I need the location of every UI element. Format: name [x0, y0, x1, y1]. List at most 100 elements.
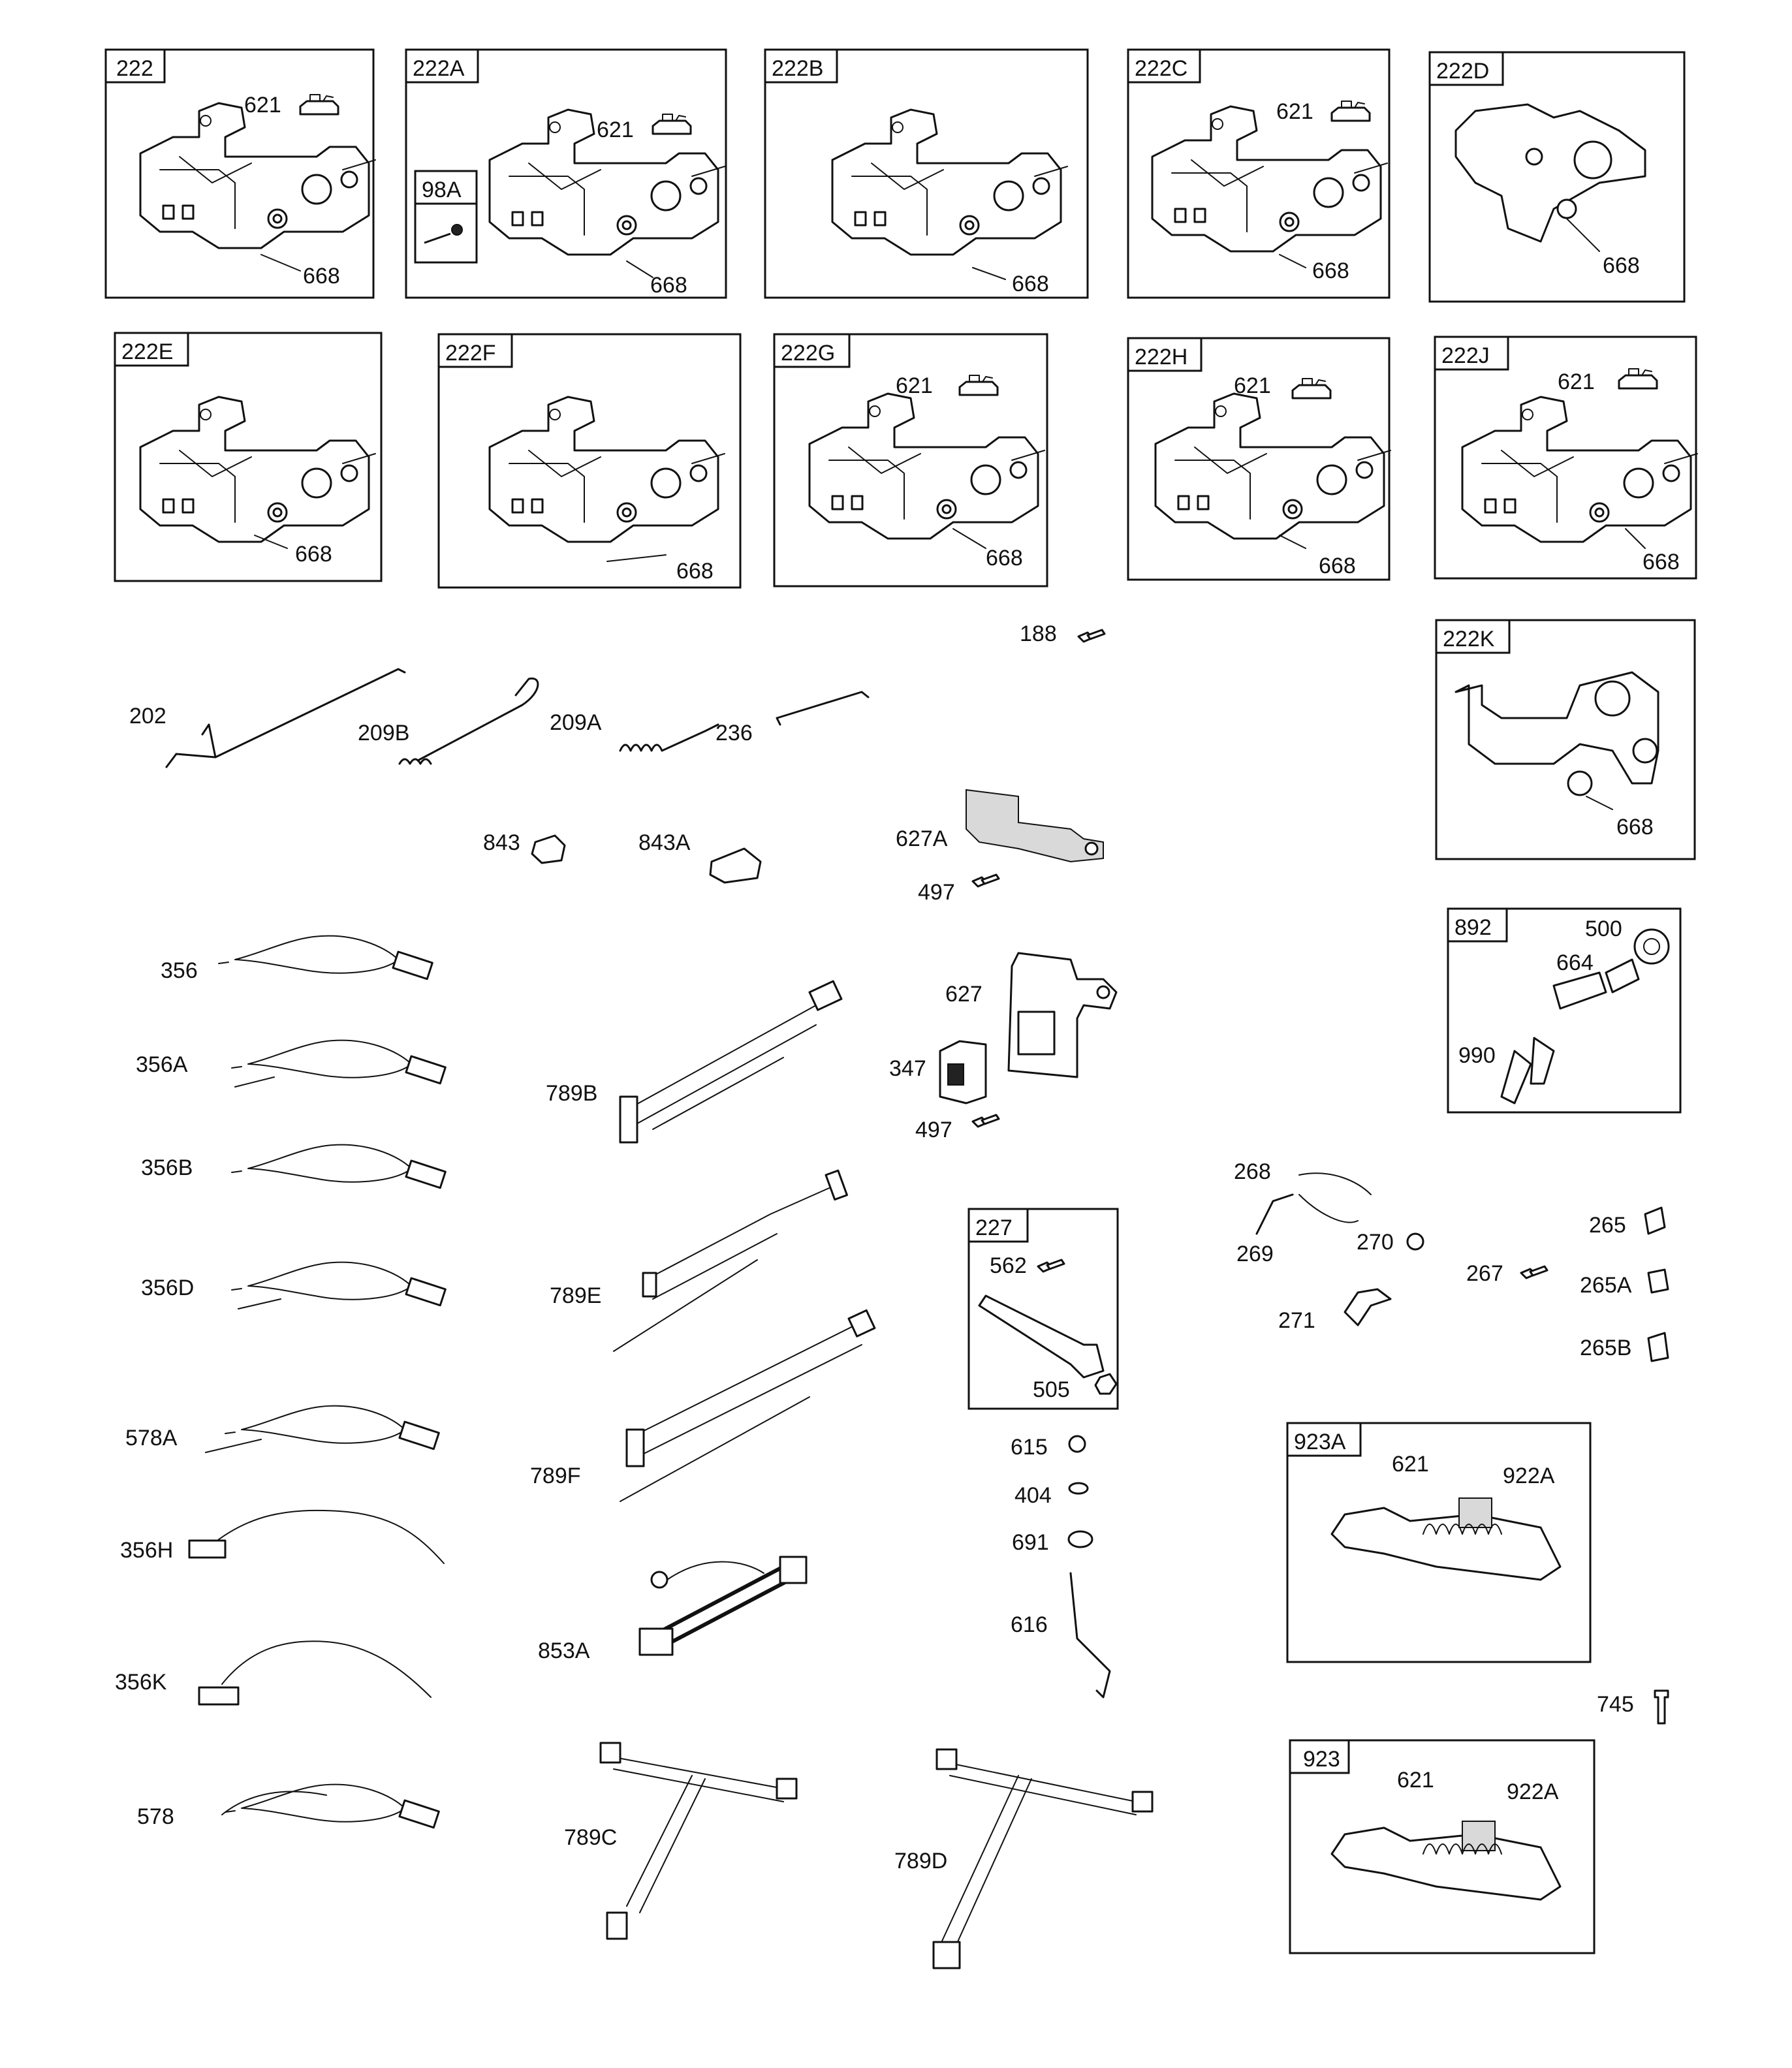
- box-222G-title: 222G: [781, 341, 835, 366]
- part-347: 347: [889, 1040, 987, 1104]
- label-578: 578: [137, 1804, 174, 1829]
- box-222H: 222H 621 668: [1127, 337, 1392, 581]
- part-188: 188: [1020, 621, 1106, 646]
- part-271: 271: [1278, 1288, 1392, 1333]
- box-222K-title: 222K: [1443, 627, 1495, 651]
- part-356K: 356K: [115, 1640, 432, 1706]
- label-356A: 356A: [136, 1052, 188, 1077]
- box-923A-title: 923A: [1294, 1430, 1346, 1454]
- part-627A: 627A: [896, 789, 1104, 863]
- label-668: 668: [1319, 554, 1356, 578]
- box-923: 923 621 922A: [1289, 1739, 1596, 1954]
- label-853A: 853A: [538, 1638, 590, 1663]
- label-990: 990: [1458, 1043, 1496, 1068]
- box-222A: 222A 98A 621 668: [405, 48, 727, 299]
- label-668: 668: [1616, 815, 1654, 839]
- box-222E-title: 222E: [121, 339, 173, 364]
- box-222: 222 621 668: [104, 48, 377, 299]
- label-356H: 356H: [120, 1538, 173, 1563]
- box-222B: 222B 668: [764, 48, 1089, 299]
- box-227: 227 562 505: [967, 1208, 1119, 1410]
- label-505: 505: [1033, 1377, 1070, 1402]
- box-222A-title: 222A: [413, 56, 465, 81]
- label-843A: 843A: [638, 830, 691, 855]
- label-271: 271: [1278, 1308, 1315, 1333]
- label-621: 621: [1276, 99, 1313, 124]
- label-668: 668: [303, 264, 340, 289]
- box-222F: 222F 668: [437, 333, 742, 589]
- part-789B: 789B: [546, 980, 843, 1144]
- label-922A: 922A: [1503, 1464, 1555, 1488]
- label-789D: 789D: [894, 1849, 947, 1873]
- label-668: 668: [295, 542, 332, 567]
- label-356K: 356K: [115, 1670, 167, 1695]
- label-347: 347: [889, 1056, 926, 1081]
- label-621: 621: [1234, 373, 1271, 398]
- label-497: 497: [915, 1118, 952, 1142]
- part-843: 843: [483, 830, 566, 864]
- label-621: 621: [1392, 1452, 1429, 1477]
- part-356D: 356D: [141, 1261, 447, 1309]
- label-621: 621: [597, 118, 634, 142]
- label-500: 500: [1585, 916, 1622, 941]
- label-356: 356: [161, 958, 198, 983]
- part-236: 236: [715, 691, 870, 745]
- box-222E: 222E 668: [114, 332, 383, 582]
- label-789B: 789B: [546, 1081, 597, 1106]
- label-668: 668: [1643, 550, 1680, 574]
- label-621: 621: [1558, 369, 1595, 394]
- part-268: 268: [1234, 1159, 1372, 1223]
- label-621: 621: [244, 93, 281, 118]
- label-615: 615: [1011, 1435, 1048, 1460]
- label-356B: 356B: [141, 1155, 193, 1180]
- box-222-title: 222: [116, 56, 153, 81]
- label-265B: 265B: [1580, 1336, 1631, 1360]
- box-222J-title: 222J: [1441, 343, 1490, 368]
- part-270: 270: [1357, 1230, 1424, 1255]
- part-356: 356: [161, 935, 433, 983]
- label-922A: 922A: [1507, 1779, 1559, 1804]
- label-745: 745: [1597, 1692, 1634, 1717]
- inset-98A-title: 98A: [422, 178, 462, 202]
- box-923A: 923A 621 922A: [1286, 1422, 1592, 1663]
- box-222K: 222K 668: [1435, 619, 1696, 860]
- label-404: 404: [1014, 1483, 1052, 1508]
- part-267: 267: [1466, 1261, 1548, 1286]
- part-356A: 356A: [136, 1039, 447, 1088]
- part-497-bottom: 497: [915, 1114, 1000, 1142]
- part-789E: 789E: [550, 1169, 848, 1352]
- part-265: 265: [1589, 1206, 1666, 1238]
- part-578A: 578A: [125, 1405, 440, 1453]
- part-616: 616: [1011, 1572, 1111, 1699]
- box-222C-title: 222C: [1135, 56, 1187, 81]
- label-267: 267: [1466, 1261, 1503, 1286]
- part-789F: 789F: [530, 1309, 876, 1502]
- label-265: 265: [1589, 1213, 1626, 1238]
- part-745: 745: [1597, 1689, 1669, 1725]
- label-188: 188: [1020, 621, 1057, 646]
- part-578: 578: [137, 1783, 440, 1829]
- part-789D: 789D: [894, 1748, 1154, 1969]
- label-268: 268: [1234, 1159, 1271, 1184]
- label-627A: 627A: [896, 826, 948, 851]
- label-789E: 789E: [550, 1283, 601, 1308]
- label-209B: 209B: [358, 721, 409, 745]
- part-209B: 209B: [358, 677, 539, 765]
- part-269: 269: [1236, 1193, 1294, 1266]
- label-627: 627: [945, 982, 982, 1007]
- part-853A: 853A: [538, 1556, 808, 1663]
- box-222G: 222G 621 668: [773, 333, 1048, 588]
- label-789C: 789C: [564, 1825, 617, 1850]
- part-356B: 356B: [141, 1144, 447, 1189]
- box-222H-title: 222H: [1135, 345, 1187, 369]
- part-209A: 209A: [550, 710, 719, 752]
- label-668: 668: [1312, 258, 1349, 283]
- label-668: 668: [650, 273, 687, 298]
- part-265A: 265A: [1580, 1268, 1669, 1298]
- label-621: 621: [1397, 1768, 1434, 1793]
- part-404: 404: [1014, 1482, 1089, 1508]
- label-270: 270: [1357, 1230, 1394, 1255]
- label-497: 497: [918, 880, 955, 905]
- part-627: 627: [945, 952, 1118, 1078]
